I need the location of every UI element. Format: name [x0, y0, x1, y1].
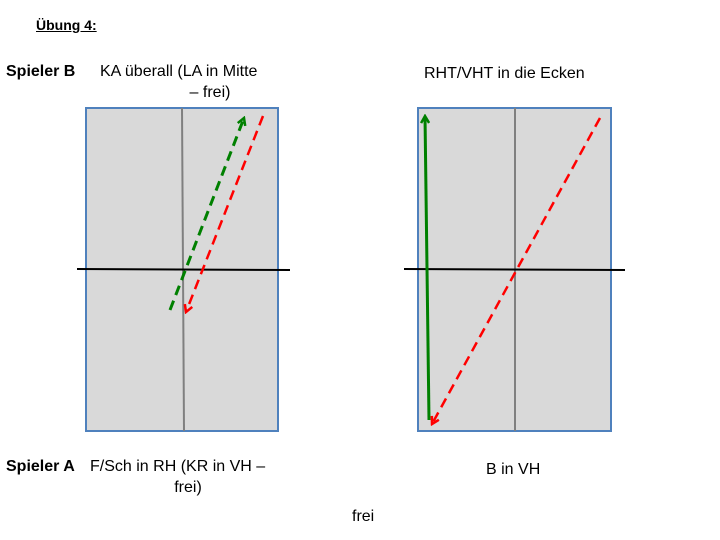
- left-red-dashed-arrow: [186, 115, 265, 312]
- left-table-net: [76, 268, 291, 271]
- right-red-dashed-arrow: [432, 117, 602, 424]
- player-b-instruction-line2: – frei): [189, 84, 231, 101]
- player-b-instruction-line1: KA überall (LA in Mitte: [100, 63, 258, 80]
- right-green-solid-arrow: [425, 116, 431, 421]
- left-table: [76, 107, 291, 432]
- player-a-instruction-line1: F/Sch in RH (KR in VH –: [90, 458, 266, 475]
- footer-text: frei: [352, 508, 375, 525]
- player-a-label: Spieler A: [6, 458, 75, 475]
- player-a-instruction-line2: frei): [174, 479, 202, 496]
- top-right-instruction: RHT/VHT in die Ecken: [424, 65, 585, 82]
- right-table-net: [403, 268, 626, 271]
- bottom-right-instruction: B in VH: [486, 461, 541, 478]
- player-b-label: Spieler B: [6, 63, 76, 80]
- left-green-dashed-arrow: [168, 118, 244, 311]
- right-table: [403, 107, 626, 432]
- exercise-title: Übung 4:: [36, 17, 97, 33]
